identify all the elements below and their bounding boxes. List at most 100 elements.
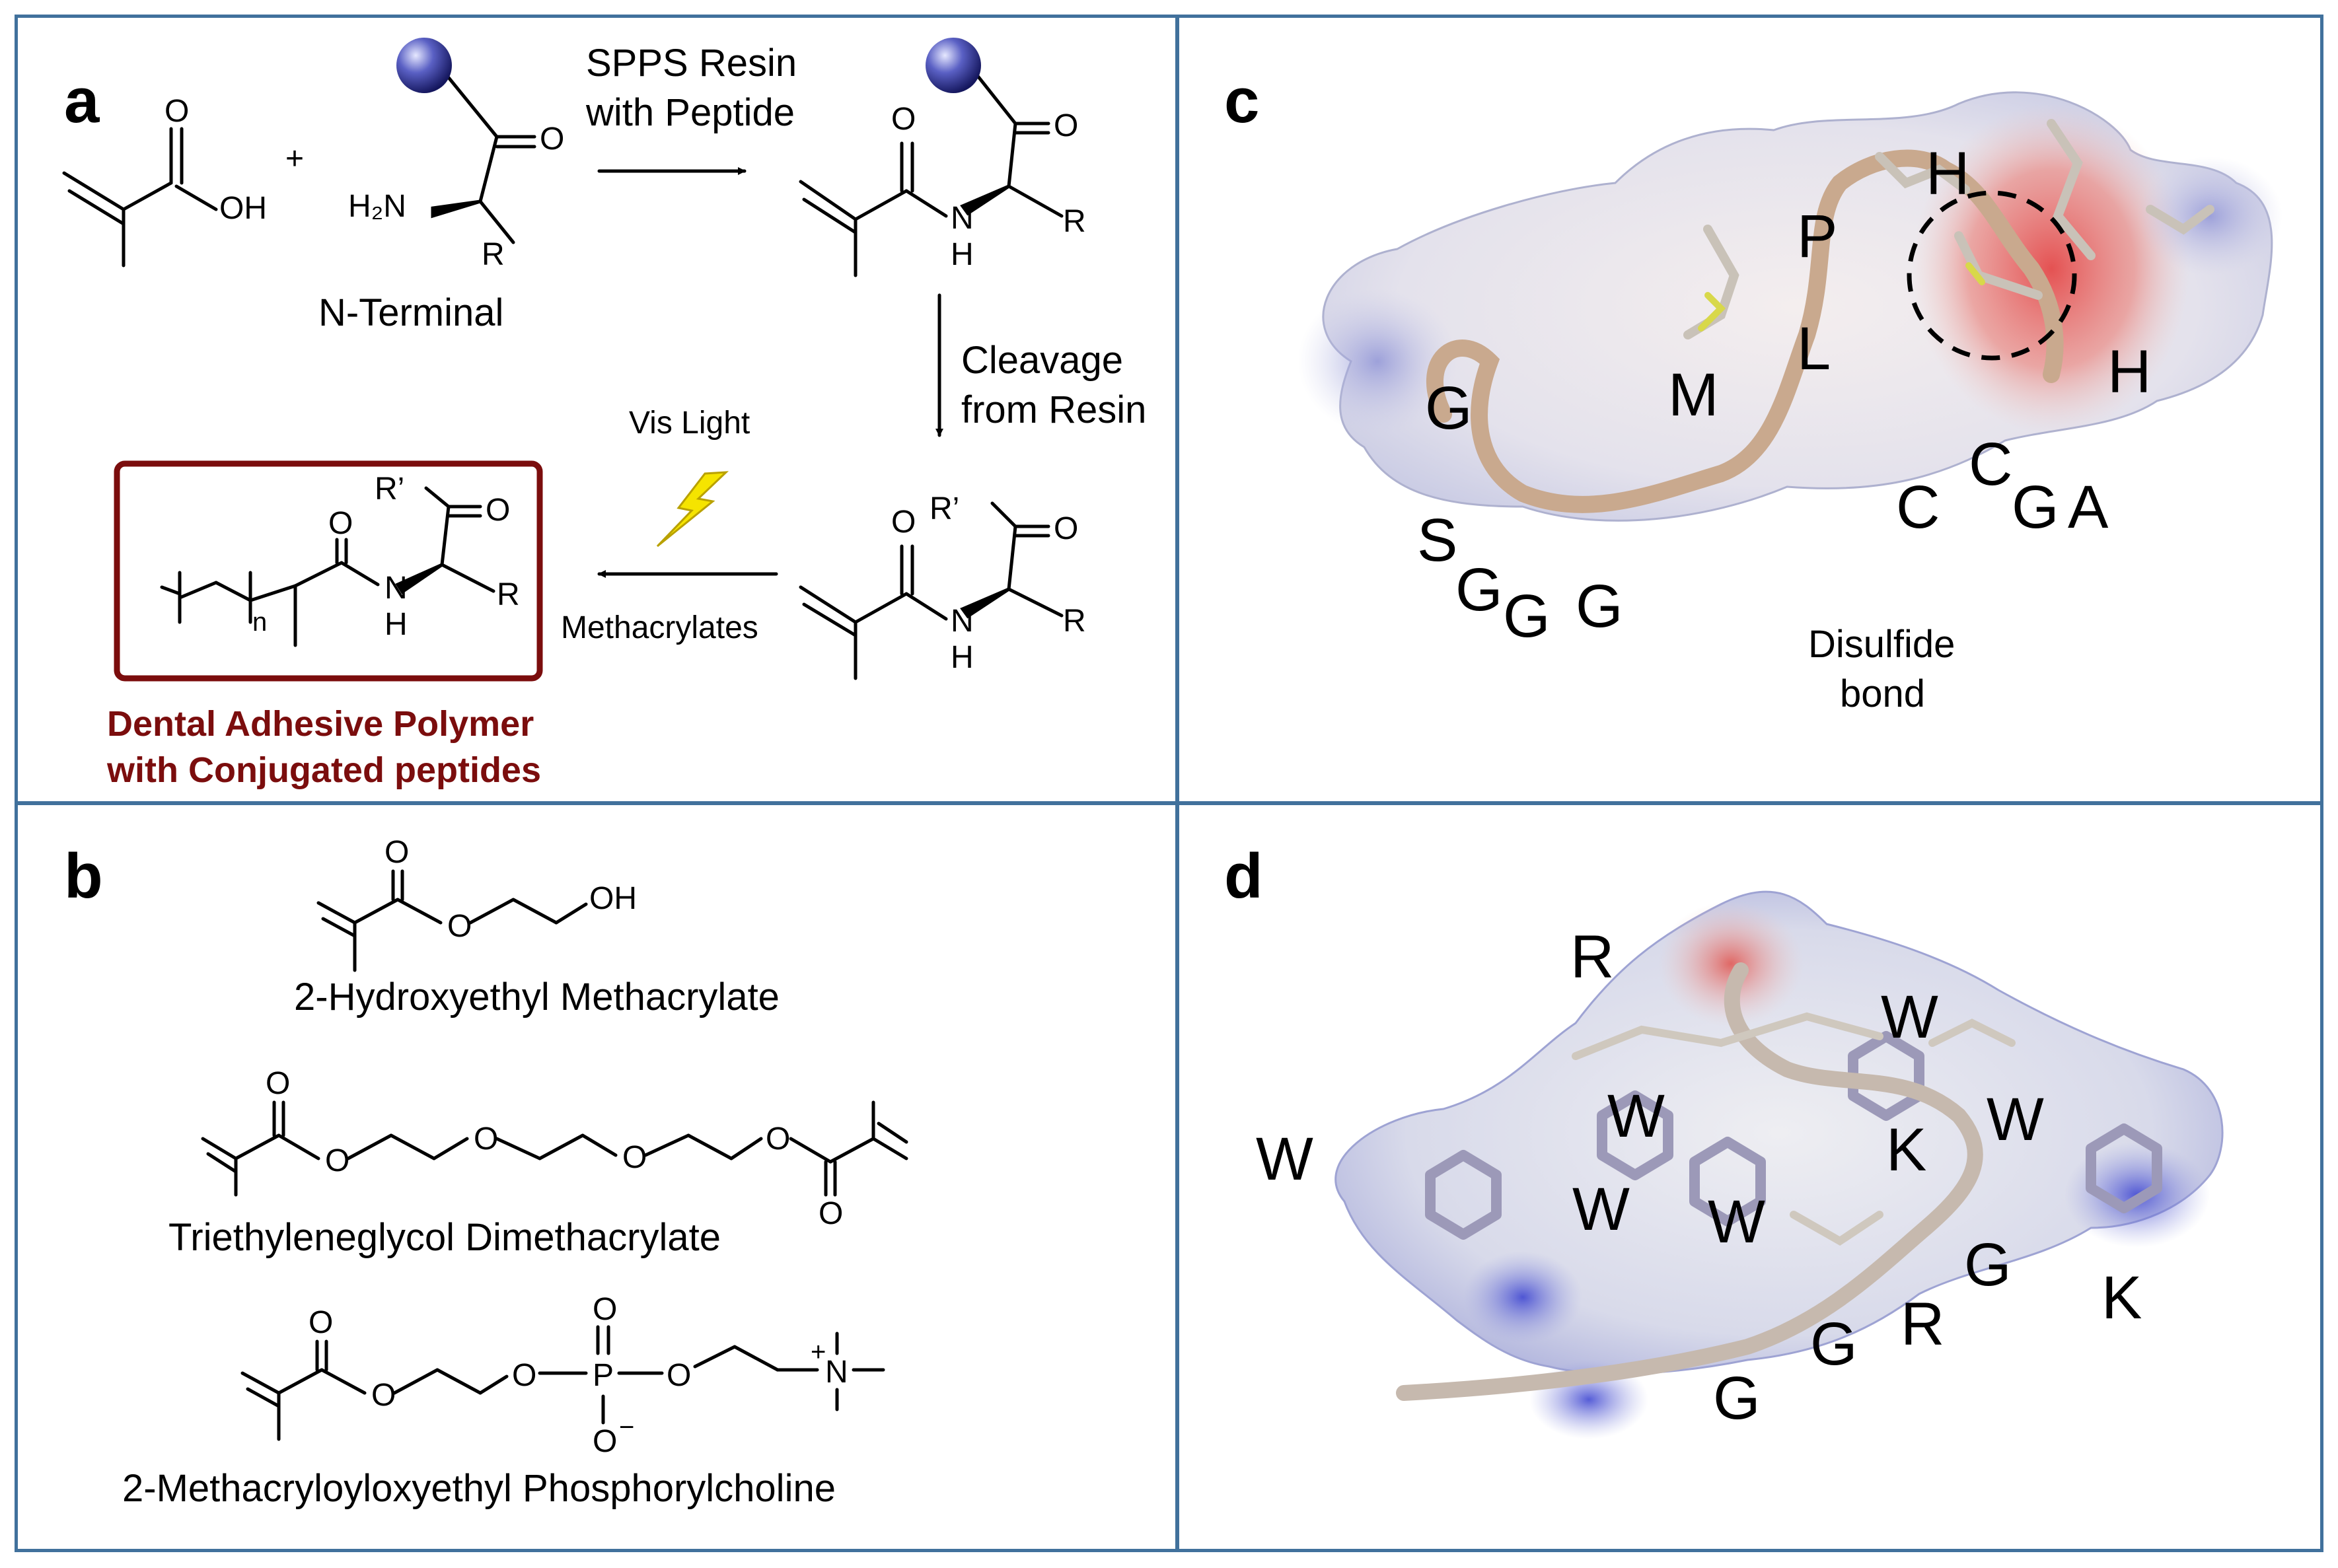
product1-o2-label: O	[1054, 108, 1079, 143]
disulfide-annotation-line1: Disulfide	[1808, 623, 1955, 666]
residue-label: A	[2068, 474, 2109, 541]
polymer-caption-line2: with Conjugated peptides	[107, 750, 541, 790]
tegdma-name: Triethyleneglycol Dimethacrylate	[168, 1216, 721, 1259]
product2-rprime-label: R’	[930, 491, 960, 526]
residue-label: W	[1708, 1188, 1765, 1256]
step2-line1: Cleavage	[961, 339, 1124, 382]
amino-acid-structure	[431, 74, 536, 244]
polymer-o2-label: O	[486, 493, 511, 528]
mpc-o-p2: O	[667, 1358, 692, 1393]
polymer-n-atom-label: N	[384, 571, 408, 606]
panel-d: d	[1176, 802, 2323, 1552]
hema-o-ester: O	[447, 909, 472, 944]
product1-h-label: H	[951, 237, 974, 272]
disulfide-annotation-line2: bond	[1840, 672, 1926, 715]
product2-o2-label: O	[1054, 511, 1079, 546]
tegdma-o-bottom: O	[819, 1196, 844, 1231]
polymer-structure	[160, 486, 495, 647]
resin-bead-2	[926, 38, 981, 93]
residue-label: L	[1797, 315, 1831, 382]
step2-line2: from Resin	[961, 388, 1147, 431]
tegdma-o2: O	[474, 1122, 499, 1157]
peptide-c-surface-render	[1298, 91, 2283, 522]
n-terminal-label: N-Terminal	[318, 291, 504, 334]
amine-h2n-label: H₂N	[348, 189, 406, 224]
residue-label: C	[1969, 431, 2013, 498]
residue-label: C	[1896, 474, 1940, 541]
polymer-h-label: H	[384, 607, 408, 642]
mpc-o-ester: O	[371, 1378, 396, 1413]
residue-label: H	[1926, 140, 1970, 207]
step1-line2: with Peptide	[586, 91, 795, 134]
residue-label: P	[1797, 203, 1838, 270]
tegdma-o1: O	[325, 1143, 350, 1178]
disulfide-circle	[1907, 190, 2077, 361]
mpc-n: N	[825, 1355, 848, 1390]
hema-o-carbonyl: O	[384, 835, 410, 870]
sulfur-atoms	[1698, 262, 1985, 332]
polymer-caption-line1: Dental Adhesive Polymer	[107, 704, 534, 744]
mpc-o-minus: O	[593, 1424, 618, 1459]
mpc-o-p1: O	[512, 1358, 537, 1393]
methacrylates-label: Methacrylates	[561, 610, 758, 645]
amine-r-label: R	[482, 237, 505, 272]
peptide-backbone	[1426, 149, 2064, 513]
residue-label: S	[1417, 507, 1458, 574]
side-chain-sticks	[1572, 1012, 2016, 1246]
tegdma-structure	[201, 1100, 908, 1197]
panel-c: c	[1176, 15, 2323, 804]
product1-o1-label: O	[891, 102, 916, 137]
panel-label-c: c	[1224, 65, 1260, 136]
panel-label-d: d	[1224, 841, 1263, 911]
residue-label: G	[1576, 573, 1623, 640]
mpc-o-carbonyl: O	[309, 1305, 334, 1340]
monomer-structures	[201, 869, 908, 1441]
product2-r-label: R	[1063, 604, 1086, 639]
panel-label-a: a	[64, 65, 100, 136]
residue-label: M	[1668, 361, 1719, 429]
residue-label: G	[1455, 556, 1503, 624]
mpc-o-top: O	[593, 1292, 618, 1327]
polymer-box	[114, 460, 543, 682]
polymer-n-label: n	[252, 608, 268, 637]
peptide-d-surface-render	[1334, 890, 2224, 1439]
mpc-plus-sign: +	[811, 1337, 826, 1367]
positive-charge-region-1	[1463, 1251, 1582, 1343]
product1-n-label: N	[951, 201, 974, 236]
polymer-rprime-label: R’	[375, 472, 405, 507]
panel-label-b: b	[64, 841, 103, 911]
residue-label: W	[1256, 1125, 1313, 1193]
vis-light-label: Vis Light	[629, 406, 750, 441]
hema-name: 2-Hydroxyethyl Methacrylate	[294, 976, 780, 1018]
residue-label: W	[1607, 1083, 1665, 1150]
residue-label: H	[2107, 338, 2152, 406]
positive-charge-region-right	[2137, 157, 2283, 275]
residue-label: K	[2101, 1264, 2142, 1332]
panel-b: b	[15, 802, 1179, 1552]
product2-structure	[799, 501, 1064, 680]
residue-label: G	[1713, 1365, 1761, 1432]
mpc-p: P	[593, 1358, 614, 1393]
product2-n-label: N	[951, 604, 974, 639]
residue-label: K	[1886, 1116, 1927, 1184]
residue-label: G	[1810, 1310, 1858, 1378]
methacrylic-acid-structure	[62, 127, 218, 267]
residue-label: W	[1881, 983, 1938, 1051]
tegdma-o3: O	[622, 1140, 647, 1175]
resin-bead-1	[396, 38, 452, 93]
polymer-o1-label: O	[328, 506, 353, 541]
residue-label: R	[1901, 1291, 1945, 1358]
residue-label: G	[2012, 474, 2059, 541]
mpc-minus-sign: −	[619, 1413, 635, 1442]
tegdma-o-top: O	[266, 1066, 291, 1101]
product1-structure	[799, 67, 1064, 277]
peptide-backbone	[1396, 962, 1983, 1401]
product2-h-label: H	[951, 640, 974, 675]
reaction-scheme	[62, 38, 1064, 682]
product2-o1-label: O	[891, 505, 916, 540]
lightning-bolt-icon	[656, 471, 729, 548]
step1-line1: SPPS Resin	[586, 42, 797, 85]
acid-o-label: O	[164, 94, 190, 129]
panel-a: a	[15, 15, 1179, 804]
negative-charge-region	[1658, 901, 1804, 1026]
